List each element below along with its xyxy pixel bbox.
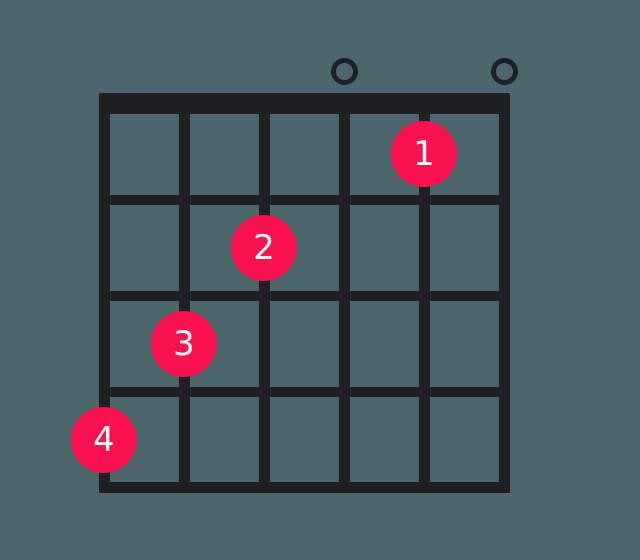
finger-dot: 4	[71, 406, 137, 473]
finger-number: 3	[173, 323, 195, 364]
finger-number: 1	[413, 134, 435, 175]
fret-line	[98, 194, 510, 205]
finger-dot: 3	[151, 310, 217, 377]
fret-line	[98, 482, 510, 493]
fret-line	[98, 386, 510, 397]
finger-number: 4	[93, 419, 115, 460]
nut-bar	[98, 93, 510, 114]
fret-line	[98, 290, 510, 301]
open-string-marker	[490, 57, 518, 85]
finger-dot: 2	[231, 214, 297, 281]
finger-dot: 1	[391, 121, 457, 188]
finger-number: 2	[253, 227, 275, 268]
open-string-marker	[330, 57, 358, 85]
